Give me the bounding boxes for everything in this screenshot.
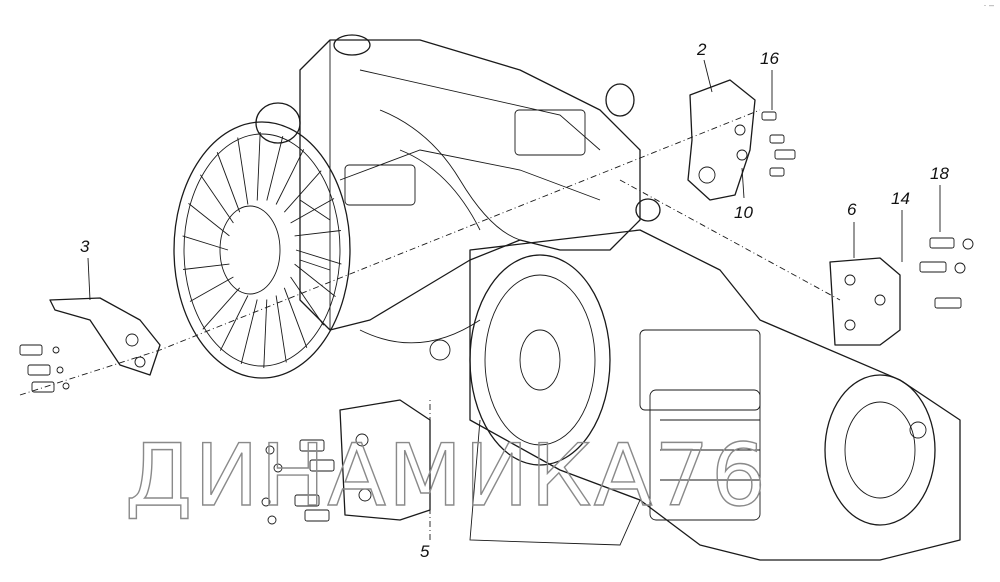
fan-blade	[216, 152, 241, 213]
fan-blade	[183, 263, 230, 270]
fan-blade	[202, 287, 241, 330]
fan-blade	[237, 137, 249, 205]
fan-blade	[294, 230, 341, 237]
fan-blade	[240, 299, 258, 365]
fan-blade	[219, 295, 249, 351]
bolts-part-16	[761, 111, 796, 177]
callout-16: 16	[760, 49, 779, 68]
callout-3: 3	[80, 237, 90, 256]
plate-part-6	[829, 257, 901, 346]
bolts-part-18	[919, 237, 974, 309]
bracket-part-2	[687, 79, 756, 201]
watermark: ДИНАМИКА76	[125, 426, 768, 526]
corner-mark: · –	[983, 0, 994, 10]
fan-blade	[290, 198, 335, 224]
fan-blade	[188, 203, 230, 237]
fan-blade	[182, 235, 229, 251]
fan-blade	[294, 263, 336, 297]
callout-6: 6	[847, 200, 857, 219]
fan-blade	[263, 299, 268, 369]
callout-2: 2	[696, 40, 707, 59]
leader-lines	[19, 59, 941, 540]
callout-18: 18	[930, 164, 949, 183]
fan-blade	[200, 174, 234, 224]
fan-blade	[189, 276, 234, 302]
engine-block	[255, 34, 661, 361]
callout-5: 5	[420, 542, 430, 561]
callout-labels: 2 3 5 6 10 14 16 18	[80, 40, 949, 561]
fan-blade	[295, 249, 342, 265]
bracket-part-3	[49, 297, 161, 376]
fan-blade	[283, 287, 308, 348]
bolts-part-5	[261, 439, 335, 525]
fan-blade	[275, 295, 287, 363]
fan-blade	[290, 276, 324, 326]
fan-disc	[173, 121, 351, 379]
gearbox	[469, 229, 961, 561]
fan-blade	[256, 131, 261, 201]
callout-10: 10	[734, 203, 753, 222]
fan-blade	[283, 170, 322, 213]
bolts-part-3	[19, 344, 70, 393]
fan-blade	[275, 149, 305, 205]
callout-14: 14	[891, 189, 910, 208]
fan-blade	[266, 135, 284, 201]
